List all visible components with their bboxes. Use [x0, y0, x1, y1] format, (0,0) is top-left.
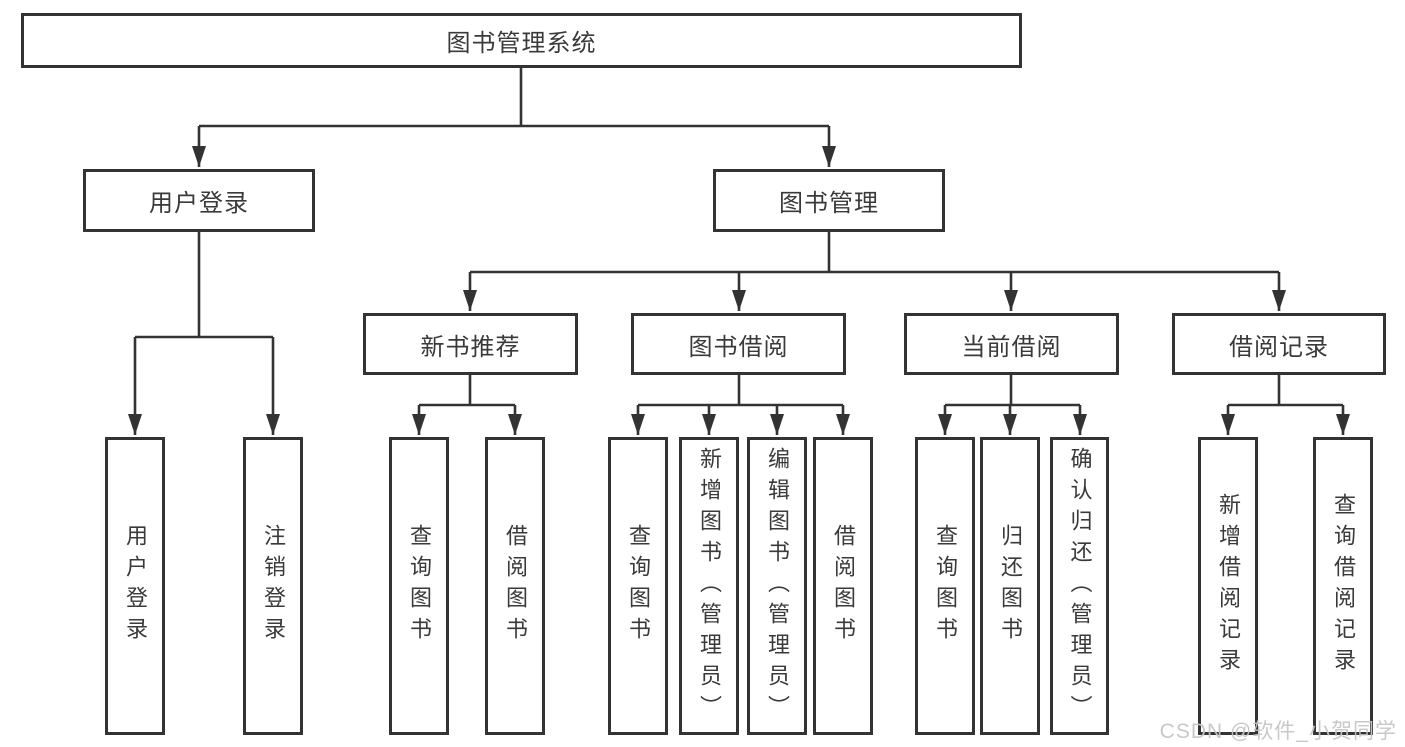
node-current-borrow: 当前借阅 [904, 313, 1119, 375]
leaf-newbook-borrow-label: 借阅图书 [503, 524, 528, 648]
leaf-newbook-query: 查询图书 [389, 437, 449, 735]
leaf-borrow-add-admin-label: 新增图书（管理员） [697, 446, 722, 726]
node-book-borrow-label: 图书借阅 [688, 333, 789, 361]
leaf-user-login: 用户登录 [105, 437, 165, 735]
leaf-current-return-label: 归还图书 [998, 524, 1023, 648]
leaf-record-add-label: 新增借阅记录 [1216, 493, 1241, 679]
node-root-label: 图书管理系统 [446, 30, 597, 57]
node-book-management: 图书管理 [713, 169, 945, 232]
node-book-management-label: 图书管理 [779, 190, 879, 217]
leaf-logout-label: 注销登录 [261, 524, 286, 648]
leaf-record-add: 新增借阅记录 [1198, 437, 1258, 735]
leaf-current-confirm-admin: 确认归还（管理员） [1050, 437, 1109, 735]
node-new-book-recommend: 新书推荐 [363, 313, 578, 375]
node-user-login-label: 用户登录 [149, 190, 249, 217]
leaf-borrow-edit-admin: 编辑图书（管理员） [747, 437, 807, 735]
watermark: CSDN @软件_小贺同学 [1159, 720, 1397, 743]
leaf-borrow-add-admin: 新增图书（管理员） [679, 437, 739, 735]
leaf-current-query: 查询图书 [915, 437, 975, 735]
leaf-logout: 注销登录 [243, 437, 303, 735]
leaf-record-query-label: 查询借阅记录 [1331, 493, 1356, 679]
leaf-current-return: 归还图书 [980, 437, 1040, 735]
leaf-borrow-query: 查询图书 [608, 437, 668, 735]
leaf-borrow-borrow: 借阅图书 [813, 437, 873, 735]
node-user-login: 用户登录 [83, 169, 315, 232]
leaf-current-confirm-admin-label: 确认归还（管理员） [1067, 446, 1093, 726]
node-root: 图书管理系统 [21, 13, 1022, 68]
leaf-user-login-label: 用户登录 [123, 524, 148, 648]
leaf-current-query-label: 查询图书 [933, 524, 958, 648]
node-borrow-record: 借阅记录 [1172, 313, 1386, 375]
node-new-book-recommend-label: 新书推荐 [420, 333, 521, 361]
leaf-borrow-borrow-label: 借阅图书 [831, 524, 856, 648]
leaf-newbook-borrow: 借阅图书 [485, 437, 545, 735]
leaf-borrow-query-label: 查询图书 [626, 524, 651, 648]
node-book-borrow: 图书借阅 [631, 313, 846, 375]
node-current-borrow-label: 当前借阅 [961, 333, 1062, 361]
leaf-borrow-edit-admin-label: 编辑图书（管理员） [765, 446, 790, 726]
node-borrow-record-label: 借阅记录 [1229, 333, 1329, 361]
leaf-newbook-query-label: 查询图书 [407, 524, 432, 648]
leaf-record-query: 查询借阅记录 [1313, 437, 1373, 735]
